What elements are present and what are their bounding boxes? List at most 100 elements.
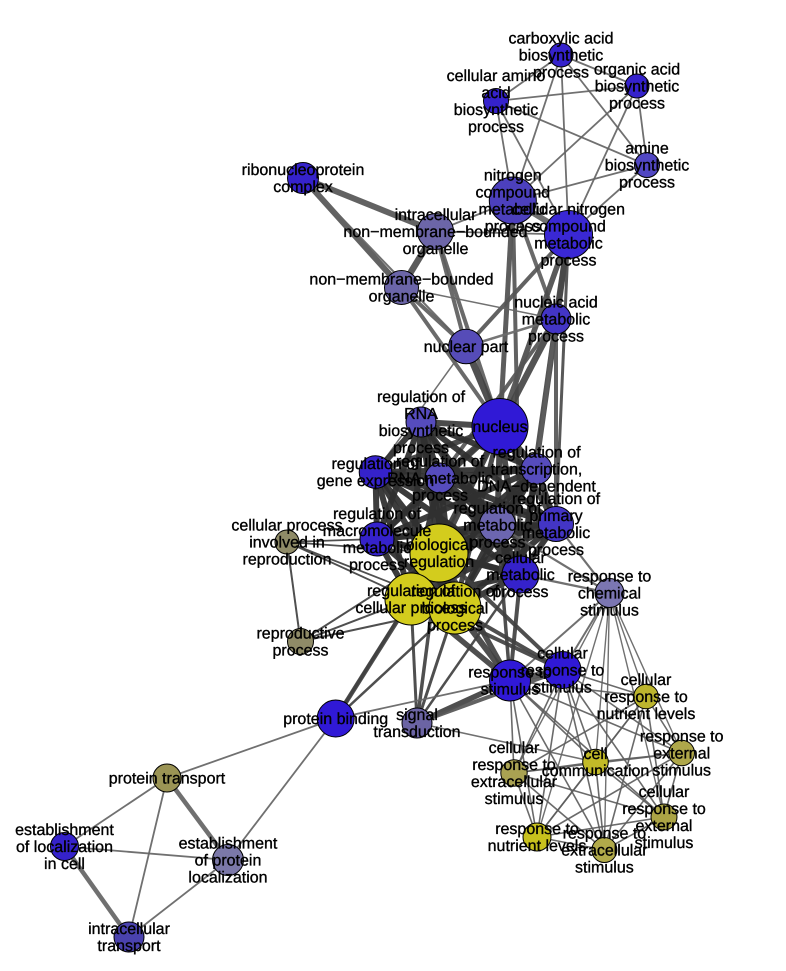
svg-text:biological: biological xyxy=(406,537,473,554)
svg-text:transduction: transduction xyxy=(373,724,460,741)
svg-text:transcription,: transcription, xyxy=(491,462,583,479)
svg-text:organelle: organelle xyxy=(403,241,469,258)
svg-text:biological: biological xyxy=(422,601,489,618)
svg-text:process: process xyxy=(427,618,483,635)
svg-text:cellular process: cellular process xyxy=(355,600,466,617)
svg-text:carboxylic acid: carboxylic acid xyxy=(509,31,614,48)
svg-text:ribonucleoprotein: ribonucleoprotein xyxy=(242,162,365,179)
svg-text:process: process xyxy=(272,643,328,660)
svg-text:response to: response to xyxy=(640,729,724,746)
svg-text:RNA: RNA xyxy=(404,406,438,423)
svg-text:nutrient levels: nutrient levels xyxy=(488,838,587,855)
svg-text:biosynthetic: biosynthetic xyxy=(379,423,464,440)
svg-text:nucleic acid: nucleic acid xyxy=(514,295,598,312)
svg-text:of localization: of localization xyxy=(16,839,113,856)
svg-text:process: process xyxy=(469,535,525,552)
svg-text:reproductive: reproductive xyxy=(256,626,344,643)
svg-text:metabolic: metabolic xyxy=(486,567,554,584)
svg-text:external: external xyxy=(653,746,710,763)
svg-text:stimulus: stimulus xyxy=(635,835,694,852)
svg-text:cellular nitrogen: cellular nitrogen xyxy=(512,202,625,219)
svg-text:involved in: involved in xyxy=(249,535,325,552)
svg-text:regulation of: regulation of xyxy=(512,491,601,508)
svg-text:complex: complex xyxy=(273,179,333,196)
svg-text:cellular: cellular xyxy=(495,550,546,567)
svg-text:metabolic: metabolic xyxy=(522,312,590,329)
svg-text:process: process xyxy=(492,584,548,601)
svg-text:regulation of: regulation of xyxy=(377,389,466,406)
svg-text:metabolic: metabolic xyxy=(343,540,411,557)
svg-text:process: process xyxy=(533,65,589,82)
svg-text:process: process xyxy=(393,440,449,457)
svg-text:extracellular: extracellular xyxy=(471,774,558,791)
svg-text:nucleus: nucleus xyxy=(472,419,527,436)
svg-text:cellular: cellular xyxy=(489,740,540,757)
svg-text:regulation: regulation xyxy=(404,554,474,571)
svg-text:regulation of: regulation of xyxy=(367,583,456,600)
svg-text:organelle: organelle xyxy=(369,289,435,306)
svg-text:process: process xyxy=(349,557,405,574)
svg-text:nutrient levels: nutrient levels xyxy=(597,706,696,723)
svg-text:signal: signal xyxy=(396,707,438,724)
svg-text:acid: acid xyxy=(481,85,510,102)
svg-text:regulation of: regulation of xyxy=(333,506,422,523)
svg-text:regulation of: regulation of xyxy=(411,584,500,601)
svg-text:regulation of: regulation of xyxy=(331,456,420,473)
svg-text:biosynthetic: biosynthetic xyxy=(605,158,690,175)
svg-text:stimulus: stimulus xyxy=(485,791,544,808)
svg-text:regulation of: regulation of xyxy=(396,454,485,471)
svg-text:response to: response to xyxy=(495,821,579,838)
svg-text:macromolecule: macromolecule xyxy=(323,523,432,540)
svg-text:DNA−dependent: DNA−dependent xyxy=(477,479,596,496)
svg-text:biosynthetic: biosynthetic xyxy=(454,102,539,119)
svg-text:nuclear part: nuclear part xyxy=(424,339,509,356)
svg-text:stimulus: stimulus xyxy=(652,763,711,780)
svg-text:of protein: of protein xyxy=(195,853,262,870)
svg-text:RNA metabolic: RNA metabolic xyxy=(387,471,493,488)
svg-text:establishment: establishment xyxy=(179,836,278,853)
svg-text:chemical: chemical xyxy=(578,586,641,603)
svg-text:in cell: in cell xyxy=(44,856,85,873)
svg-text:primary: primary xyxy=(529,508,582,525)
svg-text:response to: response to xyxy=(604,689,688,706)
svg-text:stimulus: stimulus xyxy=(481,682,540,699)
svg-text:process: process xyxy=(485,219,541,236)
svg-text:stimulus: stimulus xyxy=(575,860,634,877)
svg-text:response to: response to xyxy=(468,665,552,682)
svg-text:cellular: cellular xyxy=(537,646,588,663)
svg-text:response to: response to xyxy=(568,569,652,586)
svg-text:protein transport: protein transport xyxy=(109,771,226,788)
svg-text:process: process xyxy=(528,329,584,346)
svg-text:non−membrane−bounded: non−membrane−bounded xyxy=(343,224,527,241)
svg-text:nitrogen: nitrogen xyxy=(484,168,542,185)
svg-text:stimulus: stimulus xyxy=(580,603,639,620)
svg-text:compound: compound xyxy=(475,185,550,202)
svg-text:cell: cell xyxy=(583,746,607,763)
svg-text:response to: response to xyxy=(472,757,556,774)
svg-text:process: process xyxy=(412,488,468,505)
svg-text:process: process xyxy=(540,253,596,270)
svg-text:establishment: establishment xyxy=(15,822,114,839)
svg-text:metabolic: metabolic xyxy=(534,236,602,253)
svg-text:organic acid: organic acid xyxy=(594,62,680,79)
svg-text:cellular process: cellular process xyxy=(231,518,342,535)
svg-text:process: process xyxy=(609,96,665,113)
svg-text:regulation of: regulation of xyxy=(492,445,581,462)
svg-text:regulation of: regulation of xyxy=(453,501,542,518)
svg-text:cellular amino: cellular amino xyxy=(447,68,546,85)
svg-text:response to: response to xyxy=(521,663,605,680)
svg-text:localization: localization xyxy=(188,870,267,887)
svg-text:compound: compound xyxy=(531,219,606,236)
svg-text:non−membrane−bounded: non−membrane−bounded xyxy=(309,272,493,289)
svg-text:stimulus: stimulus xyxy=(533,680,592,697)
svg-text:biosynthetic: biosynthetic xyxy=(519,48,604,65)
svg-text:communication: communication xyxy=(542,763,650,780)
svg-text:response to: response to xyxy=(622,801,706,818)
svg-text:process: process xyxy=(468,119,524,136)
svg-text:intracellular: intracellular xyxy=(88,921,170,938)
svg-text:metabolic: metabolic xyxy=(463,518,531,535)
svg-text:intracellular: intracellular xyxy=(395,207,477,224)
svg-text:protein binding: protein binding xyxy=(283,711,388,728)
svg-text:amine: amine xyxy=(625,141,669,158)
svg-text:process: process xyxy=(619,175,675,192)
